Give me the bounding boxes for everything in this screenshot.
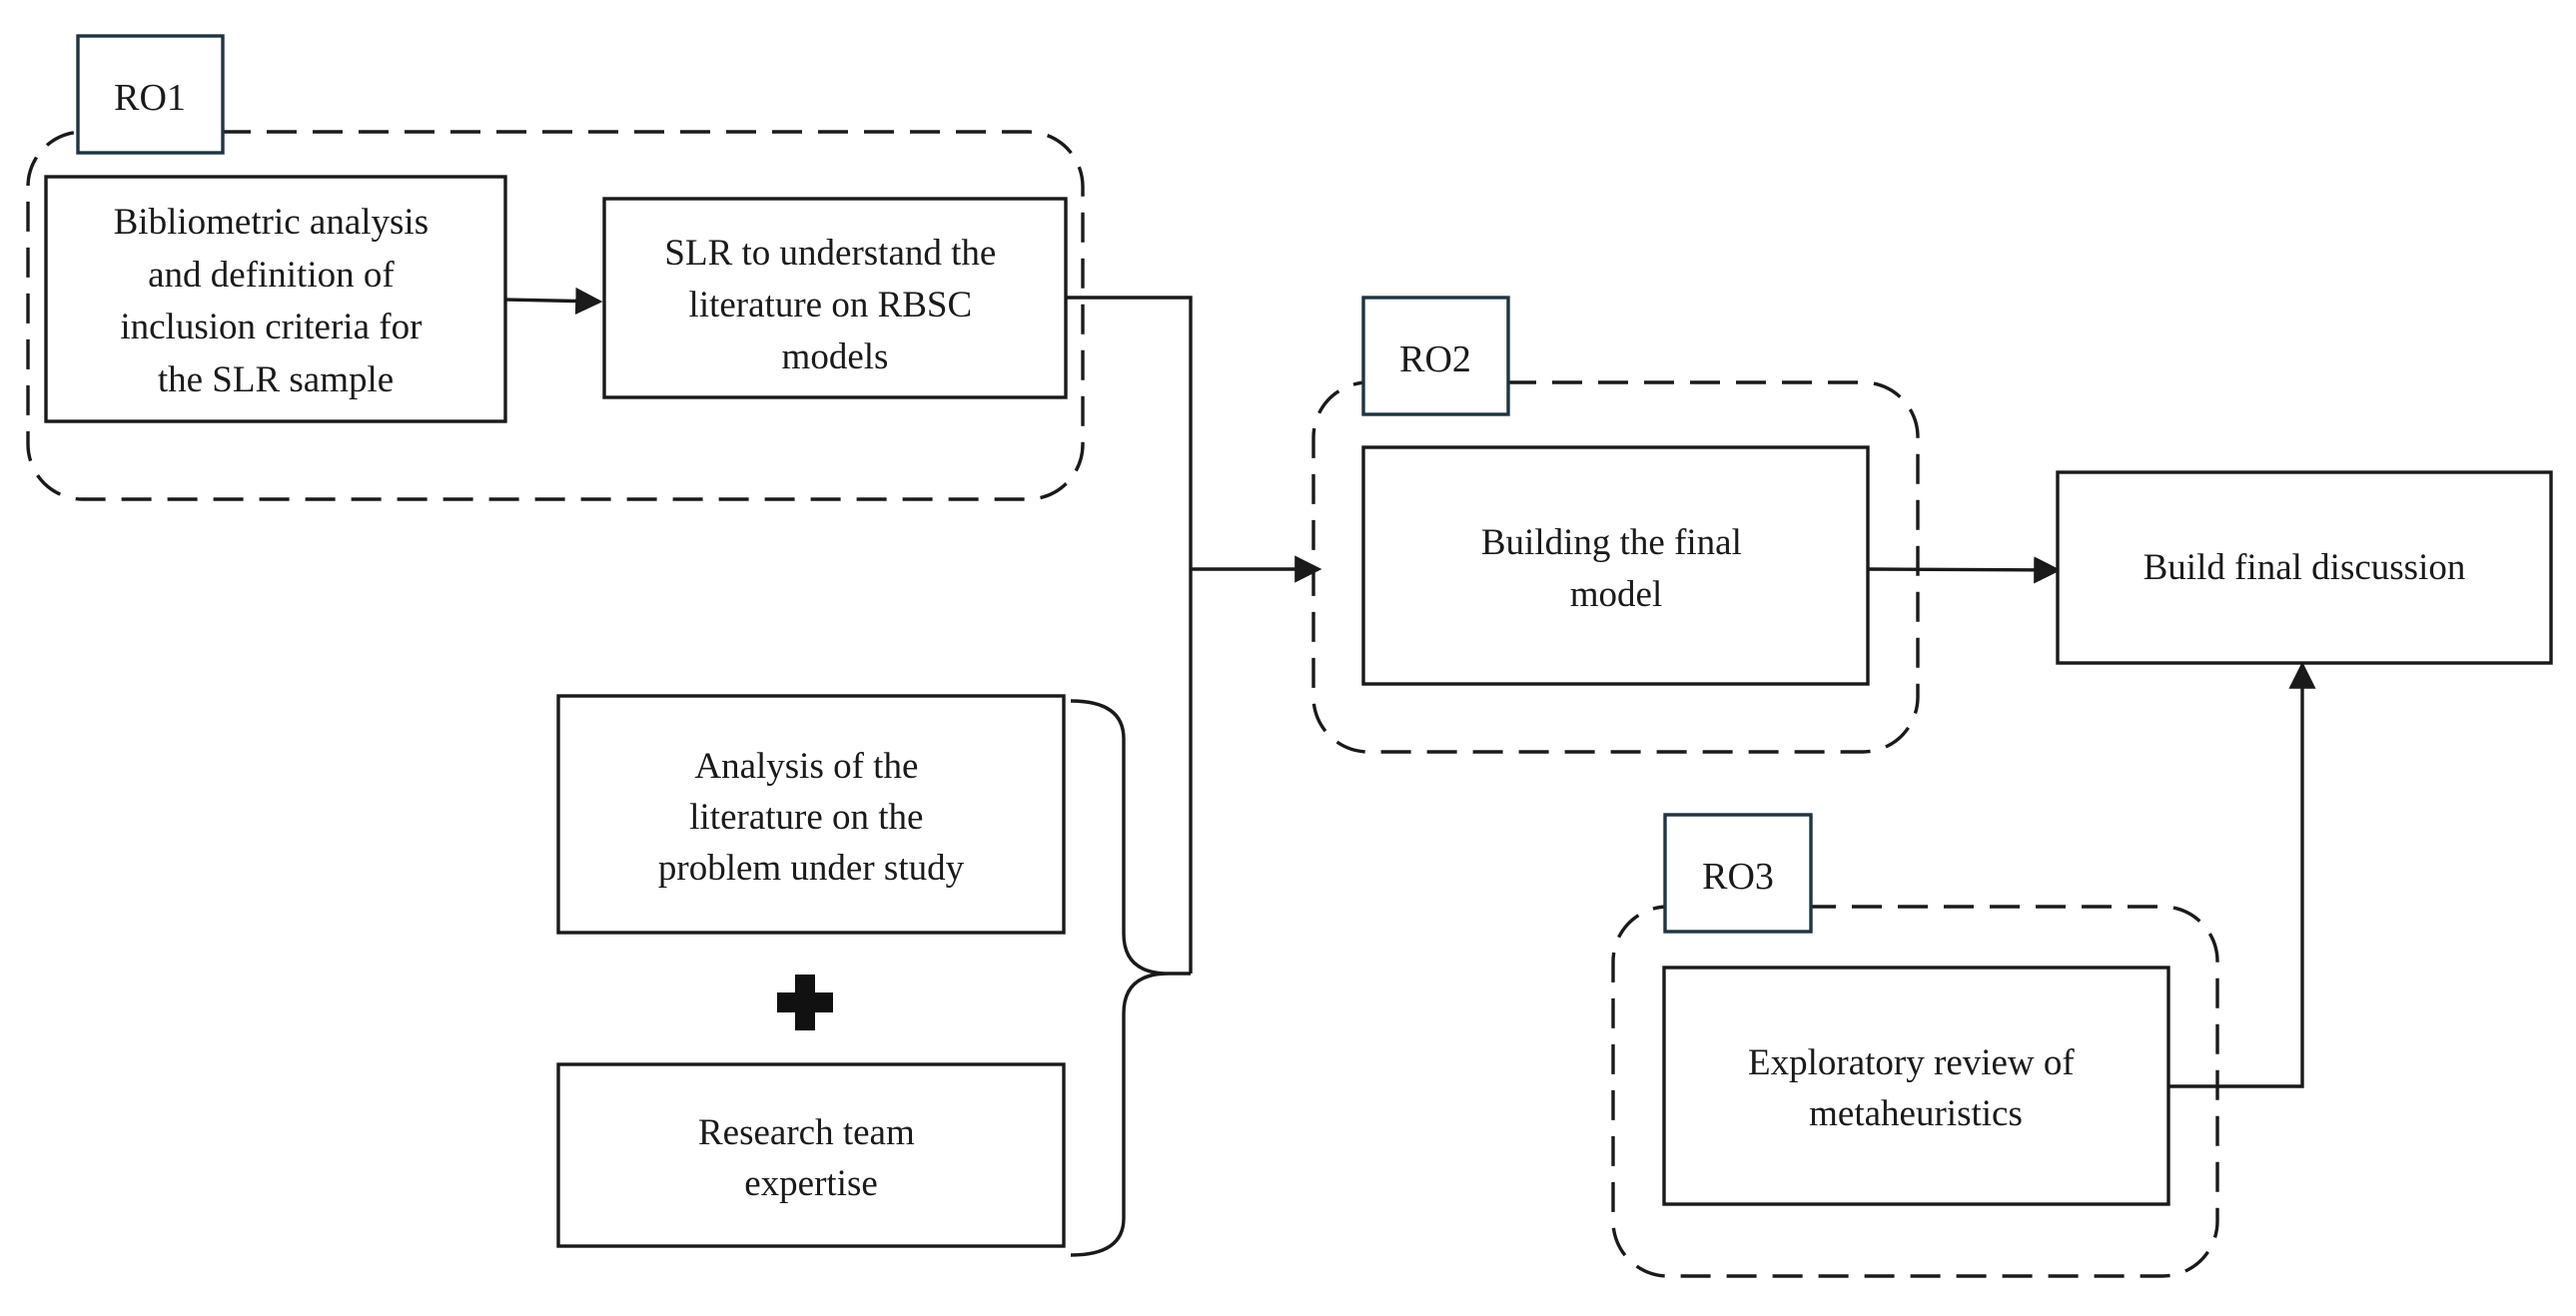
ro1-tag: RO1 — [76, 34, 225, 155]
expertise-label: Research team expertise — [698, 1112, 924, 1204]
expertise-box: Research team expertise — [556, 1062, 1066, 1248]
connector-slr-to-model — [1067, 296, 1193, 974]
input-brace — [1070, 699, 1191, 1257]
arrow-bibliometric-to-slr — [505, 287, 603, 316]
ro2-tag: RO2 — [1361, 296, 1510, 416]
analysis-box: Analysis of the literature on the proble… — [556, 694, 1066, 935]
ro1-group-outline — [26, 130, 1085, 501]
slr-label: SLR to understand the literature on RBSC… — [664, 233, 1005, 377]
analysis-label: Analysis of the literature on the proble… — [658, 746, 965, 889]
ro3-group-outline — [1611, 905, 2219, 1278]
bibliometric-label: Bibliometric analysis and definition of … — [114, 202, 438, 400]
final-model-box: Building the final model — [1361, 445, 1870, 686]
discussion-box: Build final discussion — [2056, 470, 2553, 665]
arrow-model-to-discussion — [1867, 556, 2062, 584]
ro1-tag-label: RO1 — [114, 77, 186, 119]
arrow-metaheuristics-to-discussion — [2167, 661, 2316, 1088]
bibliometric-box: Bibliometric analysis and definition of … — [44, 175, 507, 423]
final-model-label: Building the final model — [1481, 522, 1751, 615]
ro2-tag-label: RO2 — [1399, 338, 1471, 380]
metaheuristics-label: Exploratory review of metaheuristics — [1748, 1042, 2084, 1134]
metaheuristics-box: Exploratory review of metaheuristics — [1662, 966, 2170, 1206]
ro3-tag: RO3 — [1663, 813, 1813, 934]
discussion-label: Build final discussion — [2144, 547, 2466, 588]
ro3-tag-label: RO3 — [1702, 856, 1774, 898]
slr-box: SLR to understand the literature on RBSC… — [602, 197, 1068, 399]
plus-icon — [777, 975, 833, 1030]
